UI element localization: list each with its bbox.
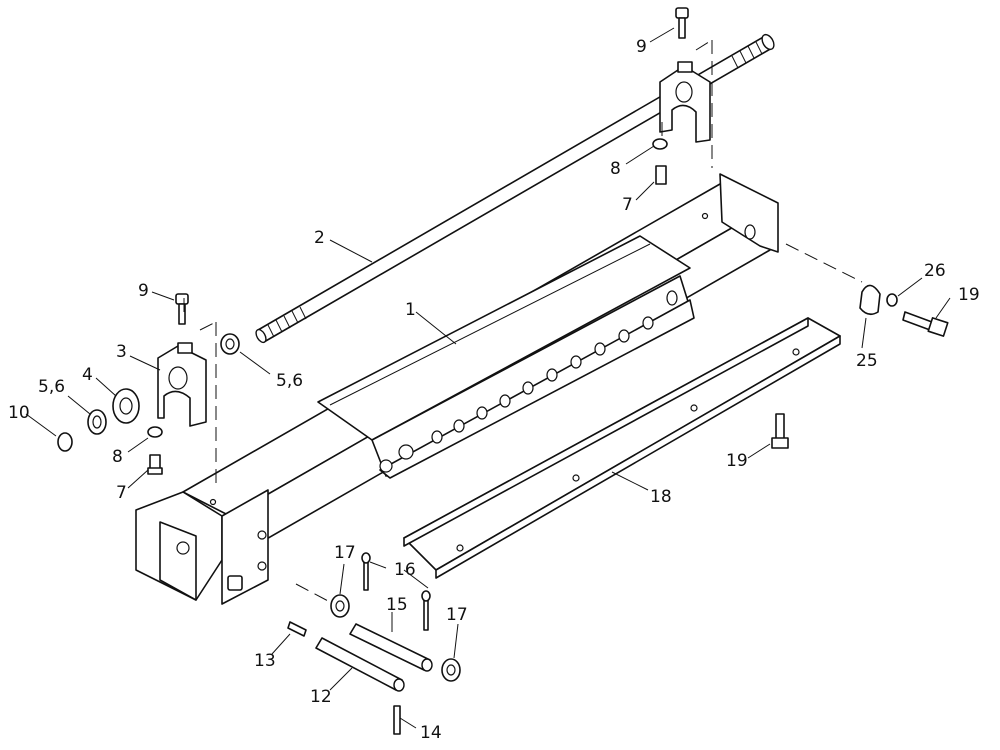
callout-7-left: 7	[116, 483, 127, 503]
callout-2: 2	[314, 228, 325, 248]
slotted-rail	[317, 235, 695, 479]
callout-8-left: 8	[112, 447, 123, 467]
callout-19-right: 19	[958, 285, 980, 305]
callout-4: 4	[82, 365, 93, 385]
hardware	[57, 7, 949, 735]
callout-18: 18	[650, 487, 672, 507]
leader-lines	[25, 27, 951, 729]
callout-15: 15	[386, 595, 408, 615]
assembly-lines	[183, 39, 863, 603]
bearing-block-left	[157, 342, 207, 427]
callout-labels: 1 2 3 4 5,6 5,6 7 7 8 8 9 9 10 12 13 14 …	[8, 37, 980, 743]
callout-26: 26	[924, 261, 946, 281]
callout-17-right: 17	[446, 605, 468, 625]
callout-5-6-right: 5,6	[276, 371, 303, 391]
callout-1: 1	[405, 300, 416, 320]
callout-10: 10	[8, 403, 30, 423]
bearing-block-right	[659, 61, 711, 143]
callout-25: 25	[856, 351, 878, 371]
callout-9-right: 9	[636, 37, 647, 57]
callout-3: 3	[116, 342, 127, 362]
shaft	[255, 33, 775, 344]
callout-7-right: 7	[622, 195, 633, 215]
callout-13: 13	[254, 651, 276, 671]
callout-16: 16	[394, 560, 416, 580]
callout-19-vertical: 19	[726, 451, 748, 471]
callout-12: 12	[310, 687, 332, 707]
callout-8-right: 8	[610, 159, 621, 179]
callout-17-left: 17	[334, 543, 356, 563]
callout-9-left: 9	[138, 281, 149, 301]
callout-5-6-left: 5,6	[38, 377, 65, 397]
callout-14: 14	[420, 723, 442, 743]
channel-rail	[403, 317, 841, 579]
